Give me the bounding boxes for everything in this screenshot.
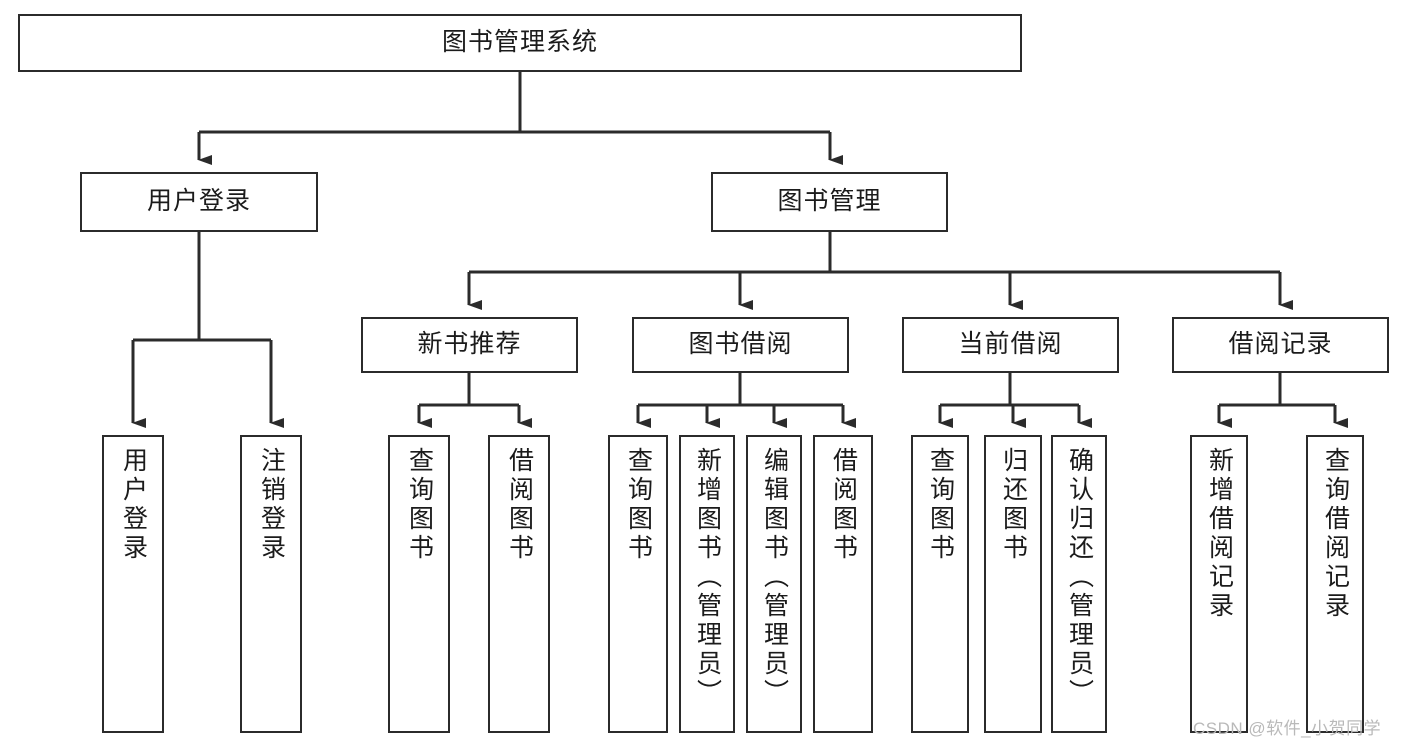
node-current-borrow[interactable]: 当前借阅 bbox=[902, 317, 1119, 373]
node-label: 注销登录 bbox=[257, 447, 286, 563]
node-label: 图书管理 bbox=[777, 187, 882, 216]
node-label: 新增图书（管理员） bbox=[693, 447, 722, 708]
node-leaf-borrow-book[interactable]: 借阅图书 bbox=[813, 435, 873, 733]
node-label: 新增借阅记录 bbox=[1205, 447, 1234, 621]
node-label: 借阅记录 bbox=[1228, 330, 1333, 359]
node-label: 归还图书 bbox=[999, 447, 1028, 563]
node-leaf-query-book-rec[interactable]: 查询图书 bbox=[388, 435, 450, 733]
node-label: 查询图书 bbox=[405, 447, 434, 563]
node-leaf-confirm-return-admin[interactable]: 确认归还（管理员） bbox=[1051, 435, 1107, 733]
node-leaf-add-borrow-record[interactable]: 新增借阅记录 bbox=[1190, 435, 1248, 733]
node-leaf-query-borrow-record[interactable]: 查询借阅记录 bbox=[1306, 435, 1364, 733]
node-label: 确认归还（管理员） bbox=[1065, 447, 1094, 708]
node-leaf-query-book-current[interactable]: 查询图书 bbox=[911, 435, 969, 733]
node-label: 查询借阅记录 bbox=[1321, 447, 1350, 621]
node-label: 用户登录 bbox=[146, 187, 251, 216]
node-label: 查询图书 bbox=[624, 447, 653, 563]
node-book-borrow[interactable]: 图书借阅 bbox=[632, 317, 849, 373]
node-label: 当前借阅 bbox=[958, 330, 1063, 359]
node-leaf-edit-book-admin[interactable]: 编辑图书（管理员） bbox=[746, 435, 802, 733]
node-borrow-record[interactable]: 借阅记录 bbox=[1172, 317, 1389, 373]
node-user-login[interactable]: 用户登录 bbox=[80, 172, 318, 232]
node-leaf-borrow-book-rec[interactable]: 借阅图书 bbox=[488, 435, 550, 733]
node-label: 借阅图书 bbox=[505, 447, 534, 563]
node-new-book-recommend[interactable]: 新书推荐 bbox=[361, 317, 578, 373]
node-leaf-add-book-admin[interactable]: 新增图书（管理员） bbox=[679, 435, 735, 733]
node-book-manage[interactable]: 图书管理 bbox=[711, 172, 948, 232]
node-leaf-user-login[interactable]: 用户登录 bbox=[102, 435, 164, 733]
node-label: 新书推荐 bbox=[417, 330, 522, 359]
node-label: 用户登录 bbox=[119, 447, 148, 563]
node-leaf-return-book[interactable]: 归还图书 bbox=[984, 435, 1042, 733]
node-label: 图书借阅 bbox=[688, 330, 793, 359]
node-leaf-logout[interactable]: 注销登录 bbox=[240, 435, 302, 733]
node-leaf-query-book-borrow[interactable]: 查询图书 bbox=[608, 435, 668, 733]
node-label: 借阅图书 bbox=[829, 447, 858, 563]
node-root-system[interactable]: 图书管理系统 bbox=[18, 14, 1022, 72]
node-label: 查询图书 bbox=[926, 447, 955, 563]
node-label: 图书管理系统 bbox=[441, 28, 598, 57]
node-label: 编辑图书（管理员） bbox=[760, 447, 789, 708]
csdn-watermark: CSDN @软件_小贺同学 bbox=[1193, 719, 1382, 738]
